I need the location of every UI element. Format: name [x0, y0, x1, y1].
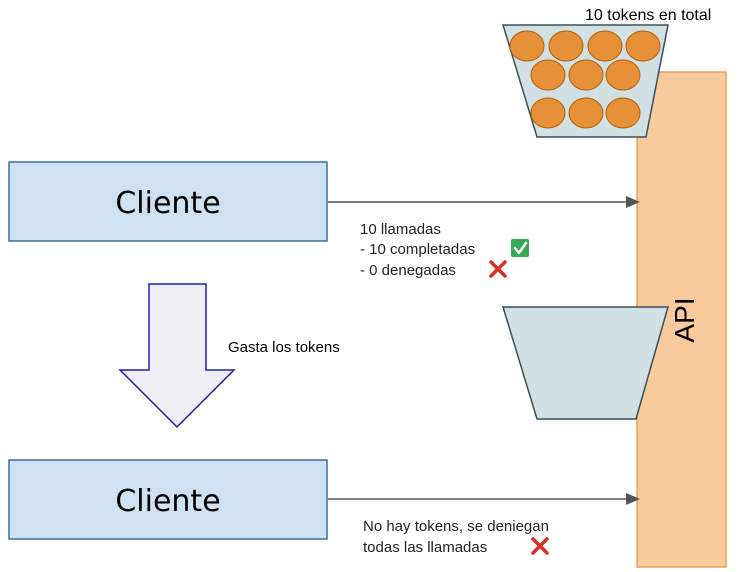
top-result-line2: - 10 completadas [360, 241, 475, 258]
arrow-bottom-head [626, 493, 640, 505]
client-bottom-box [8, 459, 328, 540]
top-result-line3: - 0 denegadas [360, 262, 456, 279]
arrow-top-head [626, 196, 640, 208]
token-coin [530, 59, 566, 91]
cross-icon [531, 537, 549, 555]
token-coin [548, 30, 584, 62]
bottom-result-line1: No hay tokens, se deniegan [363, 518, 549, 535]
token-coin [568, 59, 604, 91]
client-top-box [8, 161, 328, 242]
spend-tokens-down-arrow [118, 283, 236, 429]
token-bucket-empty [501, 306, 669, 420]
client-bottom-label: Cliente [115, 484, 220, 519]
token-coin [587, 30, 623, 62]
token-coin [530, 97, 566, 129]
token-coin [605, 59, 641, 91]
check-icon [511, 239, 529, 257]
token-coin [605, 97, 641, 129]
client-top-label: Cliente [115, 186, 220, 221]
token-coin [568, 97, 604, 129]
bottom-result-line2: todas las llamadas [363, 539, 487, 556]
cross-icon [489, 260, 507, 278]
token-coin [509, 30, 545, 62]
bucket-top-label: 10 tokens en total [585, 7, 711, 24]
api-label: API [669, 297, 700, 342]
top-result-line1: 10 llamadas [360, 221, 441, 238]
arrow-down-label: Gasta los tokens [228, 339, 340, 356]
token-coin [625, 30, 661, 62]
tokens-group [509, 30, 661, 129]
